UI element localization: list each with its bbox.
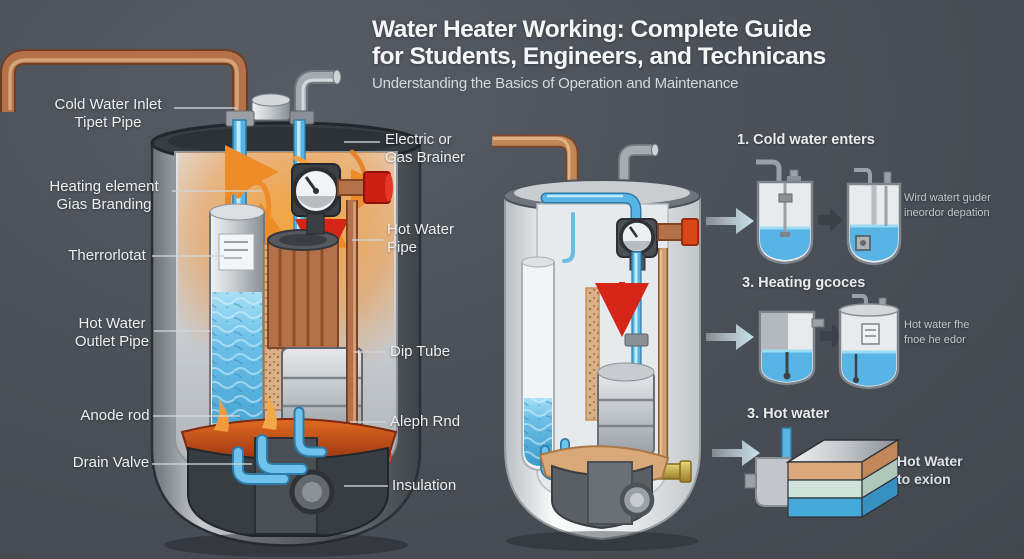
inner-cylinder-2 — [521, 256, 555, 472]
page-title: Water Heater Working: Complete Guide for… — [372, 16, 826, 70]
step3-caption: Hot Water to exion — [897, 453, 963, 487]
label-electric-gas-burner: Electric or Gas Brainer — [385, 131, 466, 167]
tank-fitting — [755, 457, 791, 507]
label-heating-element: Heating element Gias Branding — [49, 178, 159, 214]
label-connectors — [152, 107, 388, 487]
flow-arrow-1 — [706, 208, 754, 234]
step2-illustration — [706, 294, 900, 390]
relief-valve-2 — [657, 218, 699, 246]
secondary-heater-cutaway — [492, 134, 701, 551]
main-heater-cutaway — [0, 49, 422, 557]
title-block: Water Heater Working: Complete Guide for… — [372, 16, 826, 92]
flow-arrow-3 — [712, 440, 760, 466]
step1-illustration — [706, 159, 902, 266]
mini-tank-2a — [758, 310, 825, 386]
label-insulation: Insulation — [392, 477, 457, 494]
base-2 — [551, 461, 655, 530]
blue-elbow-pipes — [232, 406, 328, 485]
pressure-gauge — [291, 163, 341, 235]
page-subtitle: Understanding the Basics of Operation an… — [372, 74, 739, 92]
flow-arrow-2 — [706, 324, 754, 350]
label-hot-water-outlet: Hot Water Outlet Pipe — [74, 315, 150, 351]
mini-tank-1a — [756, 159, 814, 265]
tank-base — [187, 437, 389, 537]
copper-inlet-pipe — [0, 49, 248, 122]
mini-tank-1b — [846, 168, 902, 266]
label-aleph-rnd: Aleph Rnd — [390, 413, 461, 430]
mini-tank-2b — [838, 294, 900, 390]
transition-arrow-1 — [818, 208, 843, 232]
step3-heading: 3. Hot water — [747, 406, 830, 422]
step1-caption: Wird watert guder ineordor depation — [904, 192, 991, 219]
label-dip-tube: Dip Tube — [390, 343, 451, 360]
step2-caption: Hot water fhe fnoe he edor — [904, 319, 970, 346]
relief-valve-red — [337, 171, 393, 204]
thermostat-cylinder — [209, 203, 265, 462]
vent-pipe-2 — [618, 143, 659, 188]
step1-heading: 1. Cold water enters — [737, 132, 875, 148]
label-cold-water-inlet: Cold Water Inlet Tipet Pipe — [54, 96, 162, 132]
step3-illustration — [712, 427, 901, 519]
thermostat-label-chip — [218, 233, 255, 271]
label-thermostat: Therrorlotat — [68, 247, 146, 264]
vent-pipe — [294, 69, 342, 122]
copper-inlet-pipe-2 — [492, 134, 579, 190]
label-anode-rod: Anode rod — [80, 407, 150, 424]
transition-arrow-2 — [820, 324, 845, 348]
step2-heading: 3. Heating gcoces — [742, 275, 866, 291]
label-hot-water-pipe: Hot Water Pipe — [387, 221, 454, 257]
blue-flow-top — [540, 192, 642, 263]
label-drain-valve: Drain Valve — [72, 454, 150, 471]
insulation-block — [744, 427, 901, 519]
